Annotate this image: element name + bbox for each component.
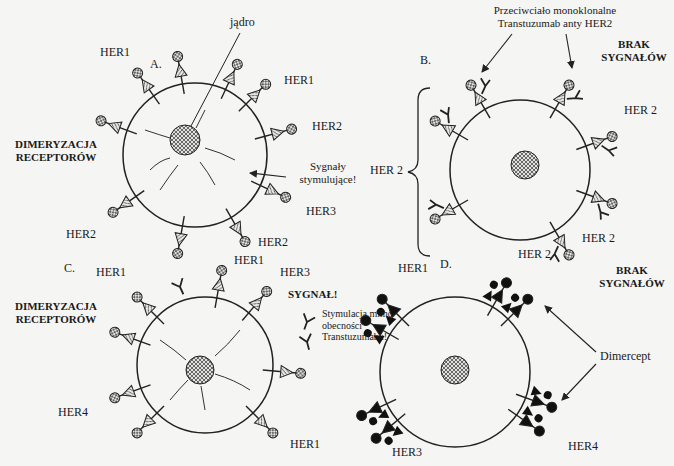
part-label: jądro (230, 16, 255, 30)
receptor-label: HER 2 (624, 104, 657, 118)
panel-letter: C. (64, 262, 75, 276)
panel-letter: A. (150, 58, 162, 72)
receptor-label: HER1 (96, 266, 126, 280)
leader-arrow (545, 306, 596, 352)
receptor-label: HER4 (568, 440, 598, 454)
receptor-label: HER4 (58, 406, 88, 420)
receptor-label: HER3 (306, 205, 336, 219)
process-label: DIMERYZACJA RECEPTORÓW (8, 300, 104, 325)
status-label: SYGNAŁ! (288, 288, 338, 301)
receptor-label: HER2 (312, 120, 342, 134)
receptor-label: HER2 (258, 236, 288, 250)
receptor-label: HER2 (66, 228, 96, 242)
receptor-label: HER 2 (518, 248, 551, 262)
receptor-label: HER1 (100, 46, 130, 60)
cell-b (408, 34, 623, 269)
leader-arrow (250, 173, 286, 177)
cell-a (94, 33, 298, 259)
cell-d (354, 271, 596, 452)
note-label: Przeciwciało monoklonalne Transtuzumab a… (480, 4, 630, 29)
note-label: Stymulacja mimo obecności Transtuzumabu! (322, 308, 422, 343)
drug-label: Dimercept (600, 350, 651, 364)
leader-arrow (566, 34, 572, 68)
receptor-label: HER1 (234, 254, 264, 268)
bracket (408, 88, 430, 256)
status-label: BRAK SYGNAŁÓW (600, 38, 668, 63)
receptor-label: HER 2 (370, 164, 403, 178)
cell-c (108, 264, 315, 440)
receptor-label: HER1 (398, 262, 428, 276)
note-label: Sygnały stymulujące! (290, 160, 366, 185)
receptor-label: HER 2 (582, 232, 615, 246)
leader-line (191, 33, 240, 126)
receptor-label: HER1 (290, 438, 320, 452)
process-label: DIMERYZACJA RECEPTORÓW (8, 138, 104, 163)
panel-letter: D. (440, 258, 452, 272)
leader-arrow (482, 34, 512, 72)
receptor-label: HER3 (392, 446, 422, 460)
leader-arrow (562, 364, 596, 400)
receptor-label: HER1 (284, 74, 314, 88)
receptor-label: HER3 (280, 266, 310, 280)
status-label: BRAK SYGNAŁÓW (596, 264, 668, 289)
panel-letter: B. (420, 54, 431, 68)
